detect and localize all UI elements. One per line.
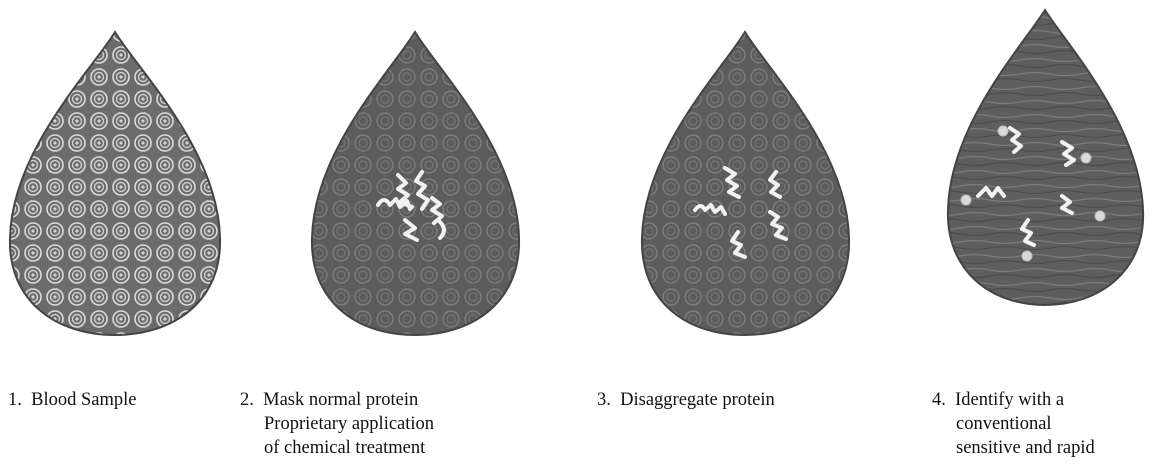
step-label: of chemical treatment [240, 436, 434, 460]
step-label: Proprietary application [240, 412, 434, 436]
step-1-caption: 1. Blood Sample [8, 388, 136, 412]
step-label: sensitive and rapid [932, 436, 1095, 460]
step-label: conventional [932, 412, 1095, 436]
drop-mask-protein [312, 32, 519, 335]
step-number: 1. [8, 390, 22, 410]
drop-disaggregate [642, 32, 849, 335]
step-number: 3. [597, 390, 611, 410]
step-number: 4. [932, 390, 946, 410]
step-label: Identify with a [955, 390, 1064, 410]
step-label: Mask normal protein [263, 390, 418, 410]
step-label: Blood Sample [31, 390, 136, 410]
step-4-caption: 4. Identify with a conventional sensitiv… [932, 388, 1095, 460]
step-label: Disaggregate protein [620, 390, 775, 410]
step-2-caption: 2. Mask normal protein Proprietary appli… [240, 388, 434, 460]
drop-identify [948, 10, 1143, 305]
step-3-caption: 3. Disaggregate protein [597, 388, 775, 412]
drop-blood-sample [10, 32, 220, 335]
step-number: 2. [240, 390, 254, 410]
